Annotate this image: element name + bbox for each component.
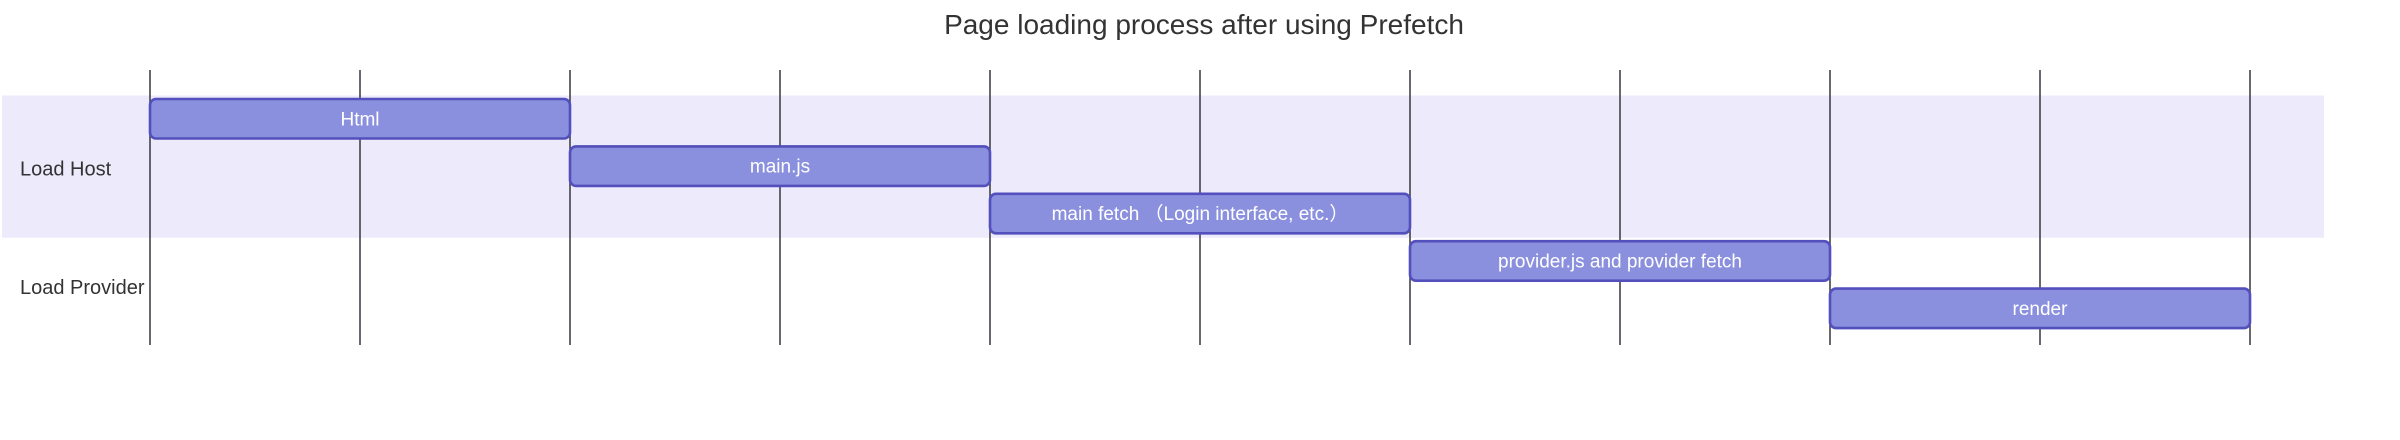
task-label-html: Html: [340, 109, 379, 130]
task-label-main-fetch-login-interface-etc: main fetch （Login interface, etc.）: [1052, 203, 1349, 225]
task-label-main-js: main.js: [750, 157, 810, 178]
task-bar-provider-js-and-provider-fetch: [1408, 239, 1832, 282]
task-bar-render: [1828, 287, 2252, 330]
chart-title: Page loading process after using Prefetc…: [944, 9, 1464, 40]
task-bar-main-fetch-login-interface-etc: [988, 192, 1412, 235]
task-label-provider-js-and-provider-fetch: provider.js and provider fetch: [1498, 251, 1742, 272]
task-label-render: render: [2013, 299, 2069, 320]
section-label-load-host: Load Host: [20, 159, 112, 181]
section-label-load-provider: Load Provider: [20, 277, 145, 299]
task-bar-html: [148, 97, 572, 140]
task-bar-main-js: [568, 145, 992, 188]
